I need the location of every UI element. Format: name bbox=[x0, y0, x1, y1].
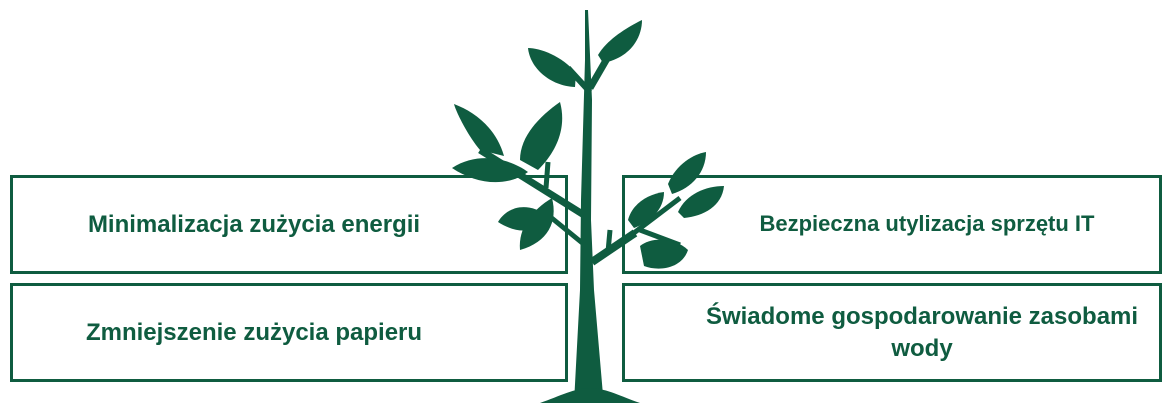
tree-icon bbox=[0, 0, 1162, 403]
